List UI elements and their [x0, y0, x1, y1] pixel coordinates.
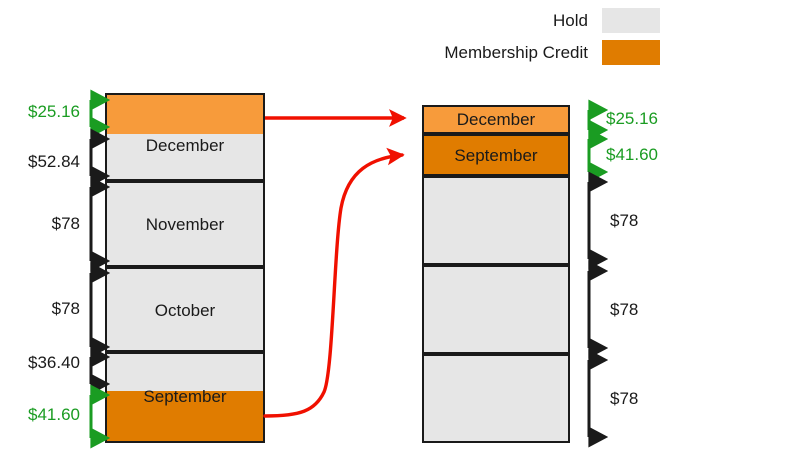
before-october-hold-segment [107, 269, 263, 350]
before-december-credit-segment [107, 95, 263, 134]
after-september-label: September [454, 146, 538, 165]
before-september-hold-segment [107, 354, 263, 391]
hold-swatch [602, 8, 660, 33]
after-measure-september-credit: $41.60 [606, 145, 658, 164]
legend-label-hold: Hold [553, 10, 588, 30]
after-measure-hold-1: $78 [610, 211, 639, 230]
after-december-credit-segment [424, 107, 568, 132]
legend-label-membership-credit: Membership Credit [444, 42, 588, 62]
after-column: December September [422, 105, 570, 443]
before-measure-december-credit: $25.16 [28, 102, 80, 121]
before-september-label: September [143, 387, 227, 406]
before-september-credit-segment [107, 391, 263, 441]
after-measure-december-credit: $25.16 [606, 109, 658, 128]
membership-credit-swatch [602, 40, 660, 65]
before-december-hold-segment [107, 134, 263, 179]
after-block-september[interactable]: September [422, 134, 570, 176]
after-block-hold-1[interactable] [422, 176, 570, 265]
before-block-november[interactable]: November [105, 181, 265, 267]
legend-item-hold: Hold [420, 8, 660, 33]
after-measure-hold-2: $78 [610, 300, 639, 319]
legend-item-membership-credit: Membership Credit [420, 40, 660, 65]
after-block-hold-3[interactable] [422, 354, 570, 443]
before-november-hold-segment [107, 183, 263, 265]
before-november-label: November [145, 215, 225, 234]
before-block-october[interactable]: October [105, 267, 265, 352]
after-hold-3-segment [424, 356, 568, 441]
before-block-december[interactable]: December [105, 93, 265, 181]
before-column: December November October September [105, 93, 265, 443]
after-hold-1-segment [424, 178, 568, 263]
september-credit-arrow [263, 147, 405, 418]
before-measure-november-hold: $78 [51, 214, 80, 233]
after-measure-hold-3: $78 [610, 389, 639, 408]
before-december-label: December [145, 136, 225, 155]
before-october-label: October [154, 301, 216, 320]
after-block-hold-2[interactable] [422, 265, 570, 354]
after-september-credit-segment [424, 136, 568, 174]
before-measure-september-credit: $41.60 [28, 405, 80, 424]
after-hold-2-segment [424, 267, 568, 352]
before-measure-september-hold: $36.40 [28, 353, 80, 372]
after-december-label: December [456, 110, 536, 129]
after-block-december[interactable]: December [422, 105, 570, 134]
before-measure-december-hold: $52.84 [28, 152, 80, 171]
before-block-september[interactable]: September [105, 352, 265, 443]
before-measure-october-hold: $78 [51, 299, 80, 318]
